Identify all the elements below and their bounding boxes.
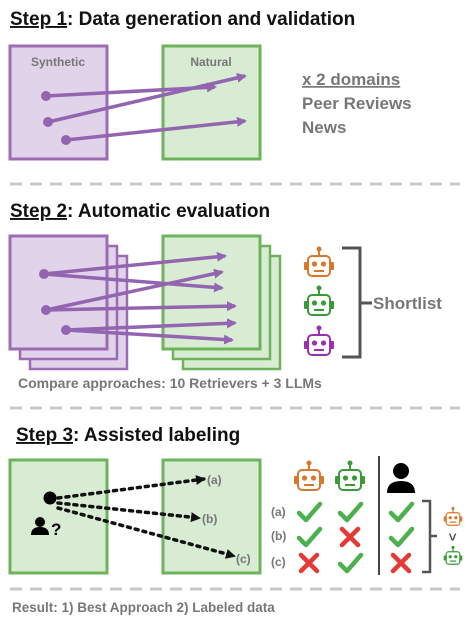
synthetic-stack <box>8 234 129 371</box>
person-icon-annotator <box>387 463 415 493</box>
natural-label: Natural <box>190 55 231 69</box>
robot-icon-green <box>303 284 335 316</box>
check-icon-c-green <box>340 555 361 571</box>
candidate-a-label: (a) <box>207 473 222 487</box>
robot-icon-orange-header <box>293 459 325 491</box>
cross-icon-c-human <box>393 555 409 571</box>
step3-label: Step 3 <box>16 425 73 446</box>
check-icon-b-human <box>391 529 412 545</box>
step2-caption: Compare approaches: 10 Retrievers + 3 LL… <box>18 375 322 391</box>
row-a-label: (a) <box>271 505 286 519</box>
step1-title: Step 1: Data generation and validation <box>10 9 355 30</box>
synthetic-box <box>8 44 109 161</box>
robot-icon-purple <box>303 324 335 356</box>
question-mark: ? <box>51 520 61 539</box>
cross-icon-c-orange <box>301 555 317 571</box>
step2-label: Step 2 <box>10 201 67 222</box>
step3-dotted-arrows <box>56 475 236 559</box>
robot-icon-orange-ranked <box>443 506 463 526</box>
robot-icon-orange <box>303 245 335 277</box>
domain-news: News <box>302 118 346 137</box>
query-point <box>43 491 57 505</box>
check-icon-a-orange <box>299 504 320 520</box>
step3-title-rest: : Assisted labeling <box>73 425 240 446</box>
candidate-c-label: (c) <box>236 552 251 566</box>
step1-title-rest: : Data generation and validation <box>67 9 355 30</box>
natural-box <box>161 44 262 161</box>
natural-stack <box>161 234 282 371</box>
check-icon-b-orange <box>299 529 320 545</box>
shortlist-bracket <box>342 246 372 359</box>
step1-label: Step 1 <box>10 9 67 30</box>
domain-peer-reviews: Peer Reviews <box>302 94 412 113</box>
step3-title: Step 3: Assisted labeling <box>16 425 240 446</box>
candidate-b-label: (b) <box>202 512 217 526</box>
ranking-symbol: > <box>445 533 461 541</box>
result-caption: Result: 1) Best Approach 2) Labeled data <box>12 600 275 615</box>
cross-icon-b-green <box>342 529 358 545</box>
row-c-label: (c) <box>271 555 286 569</box>
shortlist-label: Shortlist <box>373 294 442 313</box>
domains-header: x 2 domains <box>302 70 400 89</box>
step2-title-rest: : Automatic evaluation <box>67 201 270 222</box>
person-icon <box>31 517 49 535</box>
check-icon-a-human <box>391 504 412 520</box>
step1-arrows <box>41 72 247 145</box>
step2-title: Step 2: Automatic evaluation <box>10 201 270 222</box>
robot-icon-green-header <box>334 459 366 491</box>
ranking-bracket <box>422 499 437 574</box>
check-icon-a-green <box>340 504 361 520</box>
step2-arrows <box>39 251 237 345</box>
synthetic-label: Synthetic <box>31 55 85 69</box>
row-b-label: (b) <box>271 529 286 543</box>
robot-icon-green-ranked <box>443 545 463 565</box>
